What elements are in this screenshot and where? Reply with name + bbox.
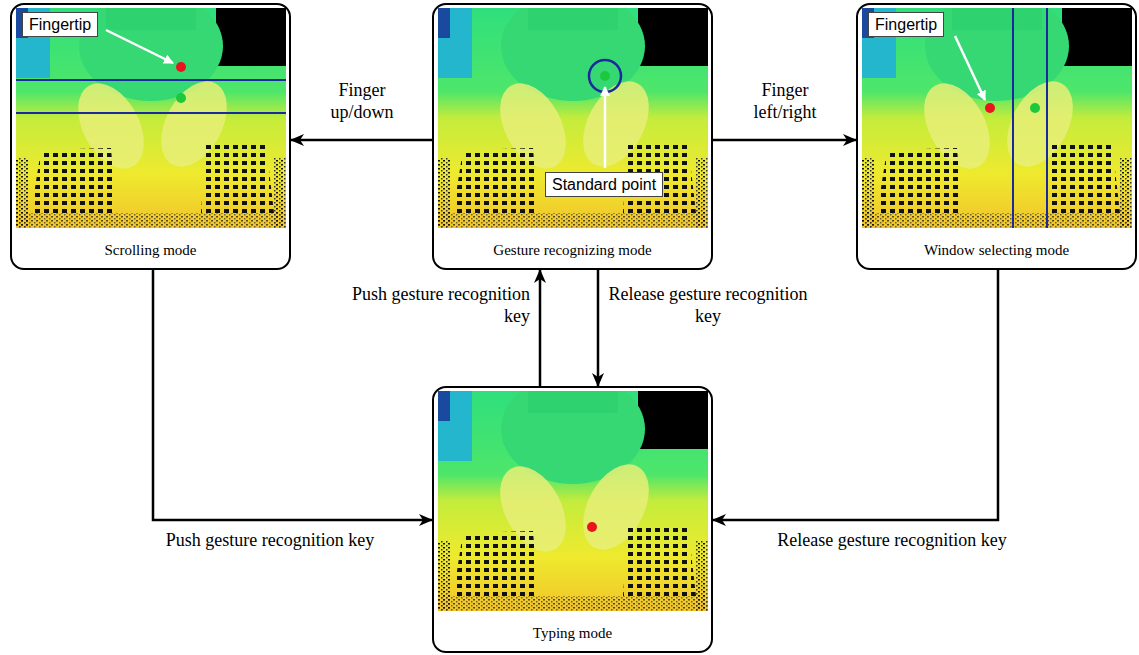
mode-caption: Scrolling mode: [12, 241, 289, 259]
mode-box: Gesture recognizing mode: [432, 3, 713, 270]
mode-box: Typing mode: [432, 386, 713, 653]
caption-group: Scrolling mode: [12, 241, 289, 259]
edge-label: Finger up/down: [312, 80, 412, 123]
caption-group: Gesture recognizing mode: [434, 241, 711, 259]
callout-label: Fingertip: [868, 12, 944, 37]
caption-group: Typing mode: [434, 624, 711, 642]
mode-box: Scrolling mode: [10, 3, 291, 270]
mode-caption: Window selecting mode: [858, 241, 1135, 259]
transition-arrow: [291, 139, 432, 142]
edge-label: Release gesture recognition key: [608, 284, 808, 327]
scrolling-depth-image: [16, 0, 286, 228]
callout-label: Fingertip: [22, 12, 98, 37]
transition-arrow: [713, 139, 856, 142]
edge-label: Push gesture recognition key: [340, 284, 530, 327]
window-depth-image: [862, 0, 1132, 228]
edge-label: Release gesture recognition key: [722, 530, 1062, 552]
mode-box: Window selecting mode: [856, 3, 1137, 270]
caption-group: Window selecting mode: [858, 241, 1135, 259]
callout-label: Standard point: [545, 172, 663, 197]
transition-arrow: [597, 270, 600, 386]
mode-caption: Typing mode: [434, 624, 711, 642]
mode-caption: Gesture recognizing mode: [434, 241, 711, 259]
edge-label: Push gesture recognition key: [110, 530, 430, 552]
edge-label: Finger left/right: [735, 80, 835, 123]
transition-arrow: [539, 270, 542, 386]
typing-depth-image: [438, 374, 708, 611]
gesture-depth-image: [438, 0, 708, 228]
